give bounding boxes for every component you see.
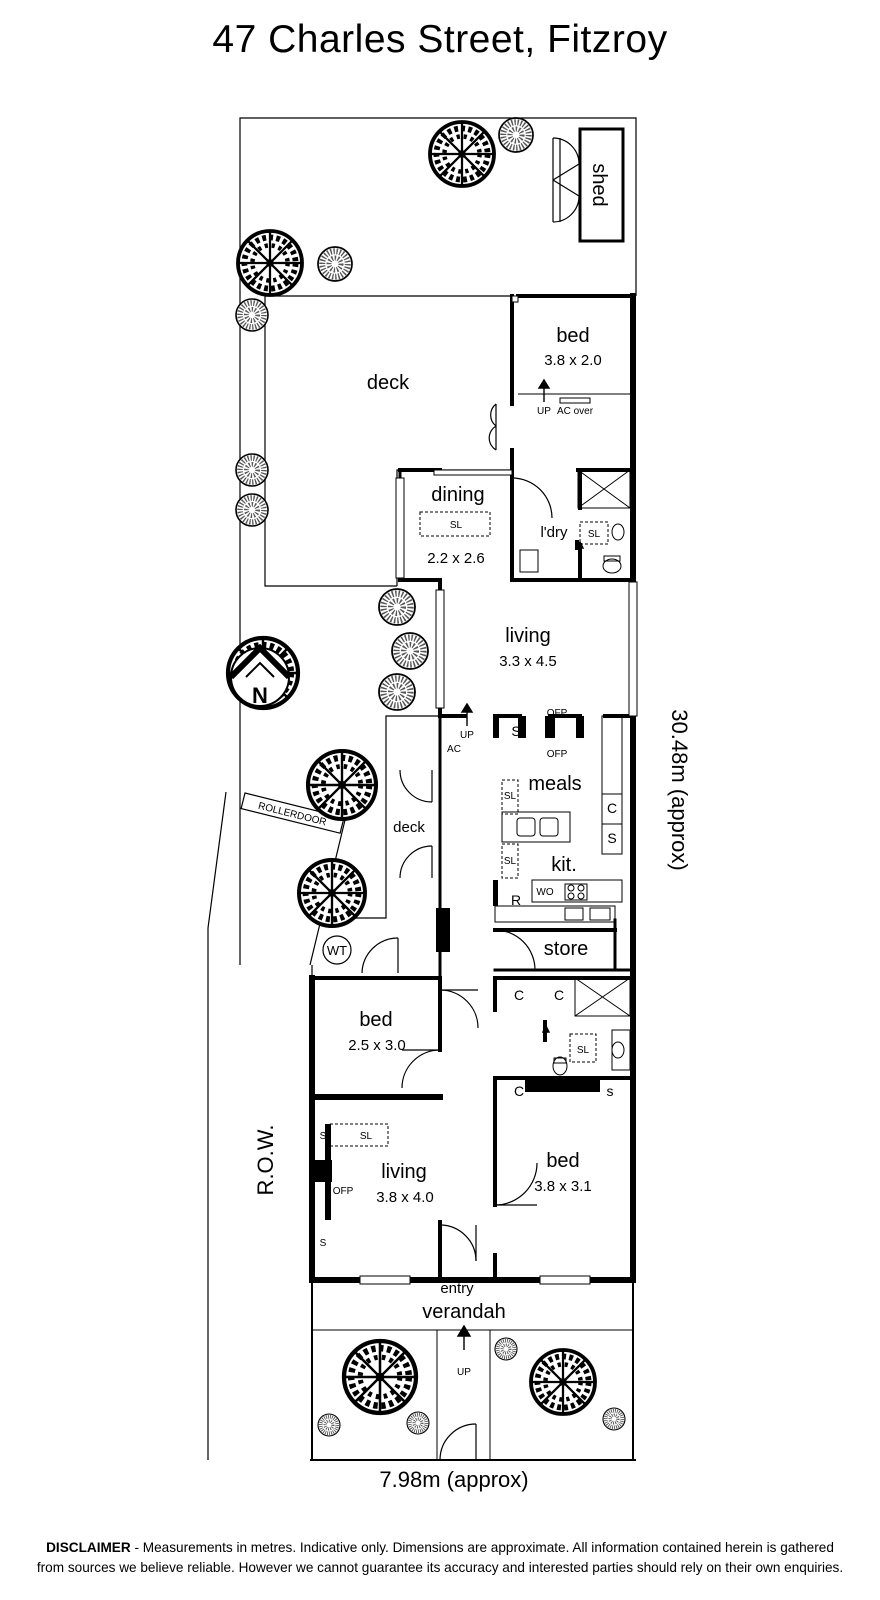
label-s-meals: S: [511, 723, 520, 739]
room-label-bed-mid: bed: [359, 1009, 392, 1031]
ac-unit: [559, 397, 591, 404]
disclaimer-label: DISCLAIMER: [46, 1540, 131, 1555]
label-sl-laundry: SL: [588, 529, 601, 540]
label-r: R: [511, 892, 521, 908]
label-c-kit: C: [607, 800, 617, 816]
room-label-verandah: verandah: [422, 1301, 505, 1323]
label-c-bed-front: C: [514, 1083, 524, 1099]
label-ac-over: AC over: [557, 406, 594, 417]
label-sl-meals-bottom: SL: [504, 856, 517, 867]
label-up-rear: UP: [537, 406, 551, 417]
label-s-kit: S: [607, 830, 616, 846]
label-s-living-1: S: [320, 1131, 327, 1142]
label-up-living: UP: [460, 730, 474, 741]
room-label-living-front: living: [381, 1161, 427, 1183]
room-dim-dining: 2.2 x 2.6: [427, 550, 485, 567]
interior-lines: [311, 393, 634, 1460]
room-label-kitchen: kit.: [551, 854, 577, 876]
water-tank: [322, 935, 352, 965]
room-dim-living-rear: 3.3 x 4.5: [499, 653, 557, 670]
disclaimer-line1: - Measurements in metres. Indicative onl…: [130, 1540, 834, 1555]
room-dim-bed-mid: 2.5 x 3.0: [348, 1037, 406, 1054]
label-sl-dining: SL: [450, 520, 463, 531]
width-measurement: 7.98m (approx): [379, 1467, 528, 1492]
room-label-bed-front: bed: [546, 1150, 579, 1172]
label-wo: WO: [536, 887, 553, 898]
water-tank-label: WT: [327, 943, 347, 958]
plan-title: 47 Charles Street, Fitzroy: [212, 18, 668, 61]
label-ofp-bottom: OFP: [547, 749, 568, 760]
disclaimer: DISCLAIMER - Measurements in metres. Ind…: [0, 1538, 880, 1578]
label-sl-bath: SL: [577, 1045, 590, 1056]
north-label: N: [252, 683, 268, 708]
room-dim-living-front: 3.8 x 4.0: [376, 1189, 434, 1206]
label-s-bath: s: [607, 1083, 614, 1099]
room-label-entry: entry: [440, 1280, 474, 1297]
room-label-deck-rear: deck: [367, 372, 410, 394]
label-ofp-living-front: OFP: [333, 1186, 354, 1197]
stair-arrows: [456, 378, 585, 1350]
label-sl-living-front: SL: [360, 1131, 373, 1142]
room-dim-bed-rear: 3.8 x 2.0: [544, 352, 602, 369]
room-label-bed-rear: bed: [556, 325, 589, 347]
room-label-meals: meals: [528, 773, 581, 795]
room-label-deck-side: deck: [393, 819, 425, 836]
label-ac-living: AC: [447, 744, 461, 755]
side-deck: [311, 715, 440, 978]
label-up-entry: UP: [457, 1367, 471, 1378]
room-label-dining: dining: [431, 484, 484, 506]
windows: [359, 295, 638, 1285]
row-label: R.O.W.: [253, 1125, 278, 1196]
label-ofp-top: OFP: [547, 708, 568, 719]
disclaimer-line2: from sources we believe reliable. Howeve…: [36, 1560, 844, 1575]
north-arrow: [228, 643, 292, 707]
site-boundary: [207, 117, 637, 1461]
label-s-living-2: S: [320, 1238, 327, 1249]
label-c-hall-2: C: [554, 987, 564, 1003]
label-c-hall-1: C: [514, 987, 524, 1003]
room-dim-bed-front: 3.8 x 3.1: [534, 1178, 592, 1195]
doors: [361, 403, 553, 1461]
room-label-shed: shed: [588, 163, 610, 206]
label-sl-meals-top: SL: [504, 791, 517, 802]
room-label-store: store: [544, 938, 588, 960]
room-label-living-rear: living: [505, 625, 551, 647]
rear-deck: [264, 295, 512, 587]
depth-measurement: 30.48m (approx): [667, 709, 692, 870]
room-label-laundry: l'dry: [540, 524, 568, 541]
shed: shed: [552, 127, 625, 243]
